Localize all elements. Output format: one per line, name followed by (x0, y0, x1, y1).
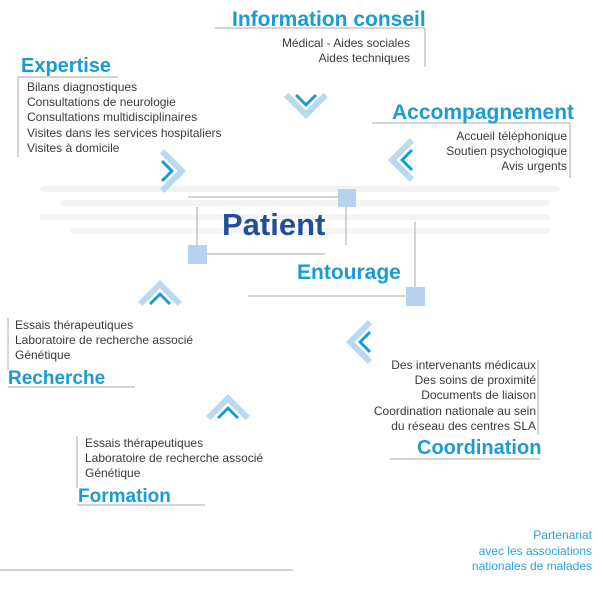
square-icon (338, 189, 356, 207)
entourage-title: Entourage (297, 261, 401, 284)
expertise-list: Bilans diagnostiques Consultations de ne… (27, 80, 222, 156)
list-item: Des soins de proximité (414, 373, 536, 388)
list-item: Des intervenants médicaux (391, 358, 536, 372)
formation-list: Essais thérapeutiques Laboratoire de rec… (85, 436, 263, 482)
list-item: Consultations de neurologie (27, 95, 176, 110)
list-item: Coordination nationale au sein (373, 403, 536, 418)
chevron-arrow-icon (345, 320, 373, 364)
list-item: Consultations multidisciplinaires (27, 110, 198, 125)
formation-title: Formation (78, 486, 171, 507)
list-item: Laboratoire de recherche associé (15, 333, 194, 348)
list-item: Essais thérapeutiques (85, 436, 204, 450)
list-item: Essais thérapeutiques (15, 318, 134, 332)
information-conseil-list: Médical - Aides sociales Aides technique… (282, 36, 410, 66)
information-conseil-title: Information conseil (232, 8, 426, 31)
list-item: Visites dans les services hospitaliers (27, 125, 222, 140)
patient-title: Patient (222, 207, 326, 242)
square-markers (188, 189, 425, 306)
partnership-line: nationales de malades (471, 559, 592, 573)
partnership-line: Partenariat (533, 528, 592, 542)
chevron-arrow-icon (284, 92, 328, 120)
list-item: Aides techniques (318, 51, 410, 66)
square-icon (188, 245, 207, 264)
expertise-title: Expertise (21, 55, 112, 77)
faint-background-band (40, 186, 560, 234)
list-item: Médical - Aides sociales (281, 36, 410, 50)
recherche-list: Essais thérapeutiques Laboratoire de rec… (15, 318, 193, 364)
list-item: Accueil téléphonique (456, 129, 567, 143)
partnership-note: Partenariat avec les associations nation… (472, 528, 592, 575)
chevron-arrow-icon (387, 138, 415, 182)
list-item: Avis urgents (501, 159, 567, 174)
partnership-line: avec les associations (478, 543, 592, 558)
list-item: Visites à domicile (27, 140, 120, 155)
recherche-title: Recherche (8, 368, 106, 389)
square-icon (406, 287, 425, 306)
list-item: Soutien psychologique (446, 144, 567, 159)
list-item: Bilans diagnostiques (27, 80, 138, 94)
list-item: Génétique (85, 466, 141, 481)
list-item: Génétique (15, 348, 71, 363)
chevron-arrow-icon (206, 393, 250, 421)
chevron-arrow-icon (159, 149, 187, 193)
coordination-title: Coordination (417, 437, 542, 459)
chevron-arrow-icon (138, 279, 182, 307)
list-item: du réseau des centres SLA (391, 418, 536, 433)
accompagnement-title: Accompagnement (392, 101, 575, 124)
list-item: Documents de liaison (421, 388, 536, 403)
coordination-list: Des intervenants médicaux Des soins de p… (374, 358, 536, 434)
accompagnement-list: Accueil téléphonique Soutien psychologiq… (446, 129, 567, 175)
list-item: Laboratoire de recherche associé (85, 451, 264, 466)
